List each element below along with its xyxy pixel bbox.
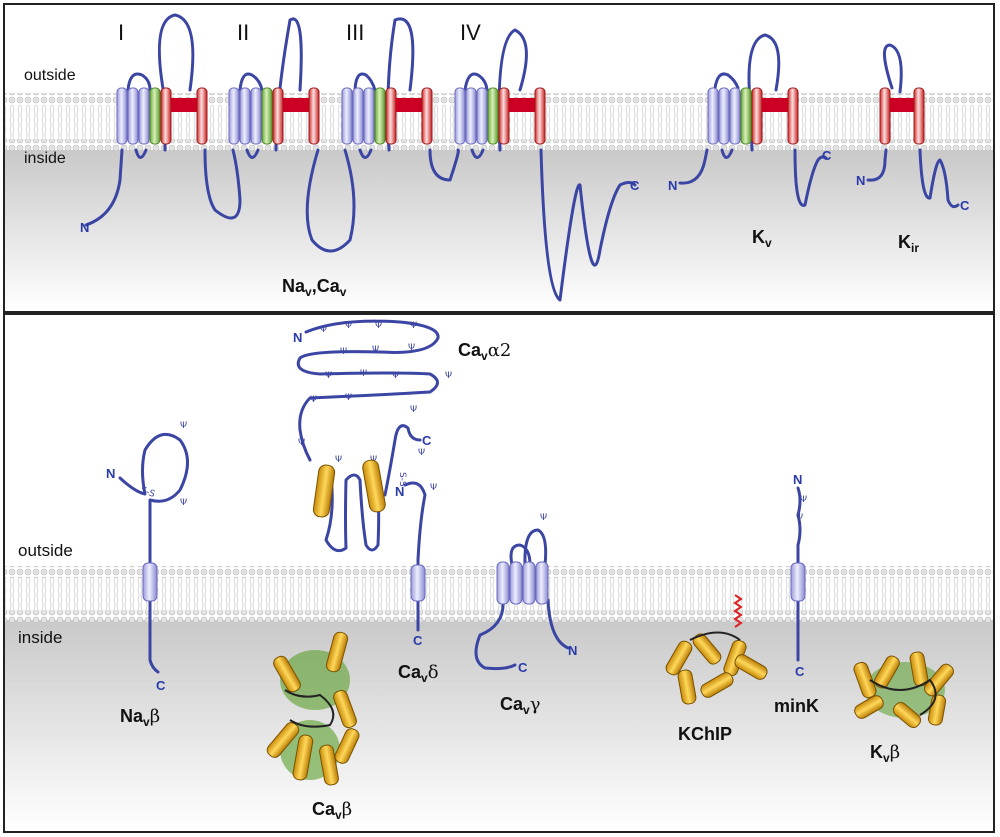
nav-cav-n-terminus: N [80, 220, 89, 235]
mink-tm [790, 562, 806, 602]
cav-beta-structure [266, 631, 360, 786]
cav-beta-label: Cavβ [312, 799, 352, 822]
kv-n-terminus: N [668, 178, 677, 193]
kchip-structure [665, 594, 768, 705]
kir-label: Kir [898, 232, 919, 255]
kir-segments [879, 87, 925, 145]
nav-beta-label: Navβ [120, 706, 160, 729]
nav-cav-c-terminus: C [630, 178, 640, 193]
bottom-outside-label: outside [18, 541, 73, 560]
domain-label-1: I [118, 20, 124, 45]
kir-c-terminus: C [960, 198, 970, 213]
kv-c-terminus: C [822, 148, 832, 163]
extracellular-loops [126, 72, 489, 92]
cav-delta-tm [410, 564, 426, 602]
kv-segments [707, 87, 799, 145]
nav-beta-tm [142, 562, 158, 602]
cav-gamma-c-terminus: C [518, 660, 528, 675]
cav-gamma-tm [496, 561, 549, 605]
bottom-inside-label: inside [18, 628, 62, 647]
mink-c-terminus: C [795, 664, 805, 679]
cav-alpha2-helices [312, 459, 386, 518]
domain-3-segments [341, 87, 433, 145]
cav-alpha2-c-terminus: C [422, 433, 432, 448]
nav-cav-label: Nav,Cav [282, 276, 347, 299]
cav-delta-c-terminus: C [413, 633, 423, 648]
bottom-cytoplasm [5, 620, 993, 831]
bottom-membrane [5, 566, 993, 622]
kir-n-terminus: N [856, 173, 865, 188]
cav-gamma-chain [474, 528, 570, 671]
cav-alpha2-chain [296, 319, 440, 562]
cav-alpha2-n-terminus: N [293, 330, 302, 345]
nav-cav-chain [84, 13, 637, 302]
mink-n-terminus: N [793, 472, 802, 487]
kchip-label: KChIP [678, 724, 732, 744]
nav-beta-n-terminus: N [106, 466, 115, 481]
mink-label: minK [774, 696, 819, 716]
nav-beta-disulfide: S-S [139, 485, 156, 500]
domain-label-3: III [346, 20, 364, 45]
cav-alpha2-label: Cavα2 [458, 340, 511, 363]
kir-chain [866, 43, 960, 209]
cav-delta-n-terminus: N [395, 484, 404, 499]
cav-delta-label: Cavδ [398, 662, 439, 685]
kv-beta-label: Kvβ [870, 742, 900, 765]
nav-beta-c-terminus: C [156, 678, 166, 693]
top-outside-label: outside [24, 67, 76, 84]
top-cytoplasm [5, 150, 993, 311]
top-inside-label: inside [24, 150, 66, 167]
domain-label-4: IV [460, 20, 481, 45]
cav-gamma-label: Cavγ [500, 694, 540, 717]
domain-4-segments [454, 87, 546, 145]
domain-label-2: II [237, 20, 249, 45]
kv-chain [678, 33, 828, 207]
cav-gamma-n-terminus: N [568, 643, 577, 658]
nav-beta-chain [118, 432, 189, 674]
cav-disulfide: S-S [397, 472, 407, 487]
domain-2-segments [228, 87, 320, 145]
kv-beta-structure [853, 651, 954, 729]
mink-chain [796, 486, 802, 662]
kv-label: Kv [752, 227, 772, 250]
domain-1-segments [116, 87, 208, 145]
top-panel: outside inside I II III IV [3, 3, 995, 313]
